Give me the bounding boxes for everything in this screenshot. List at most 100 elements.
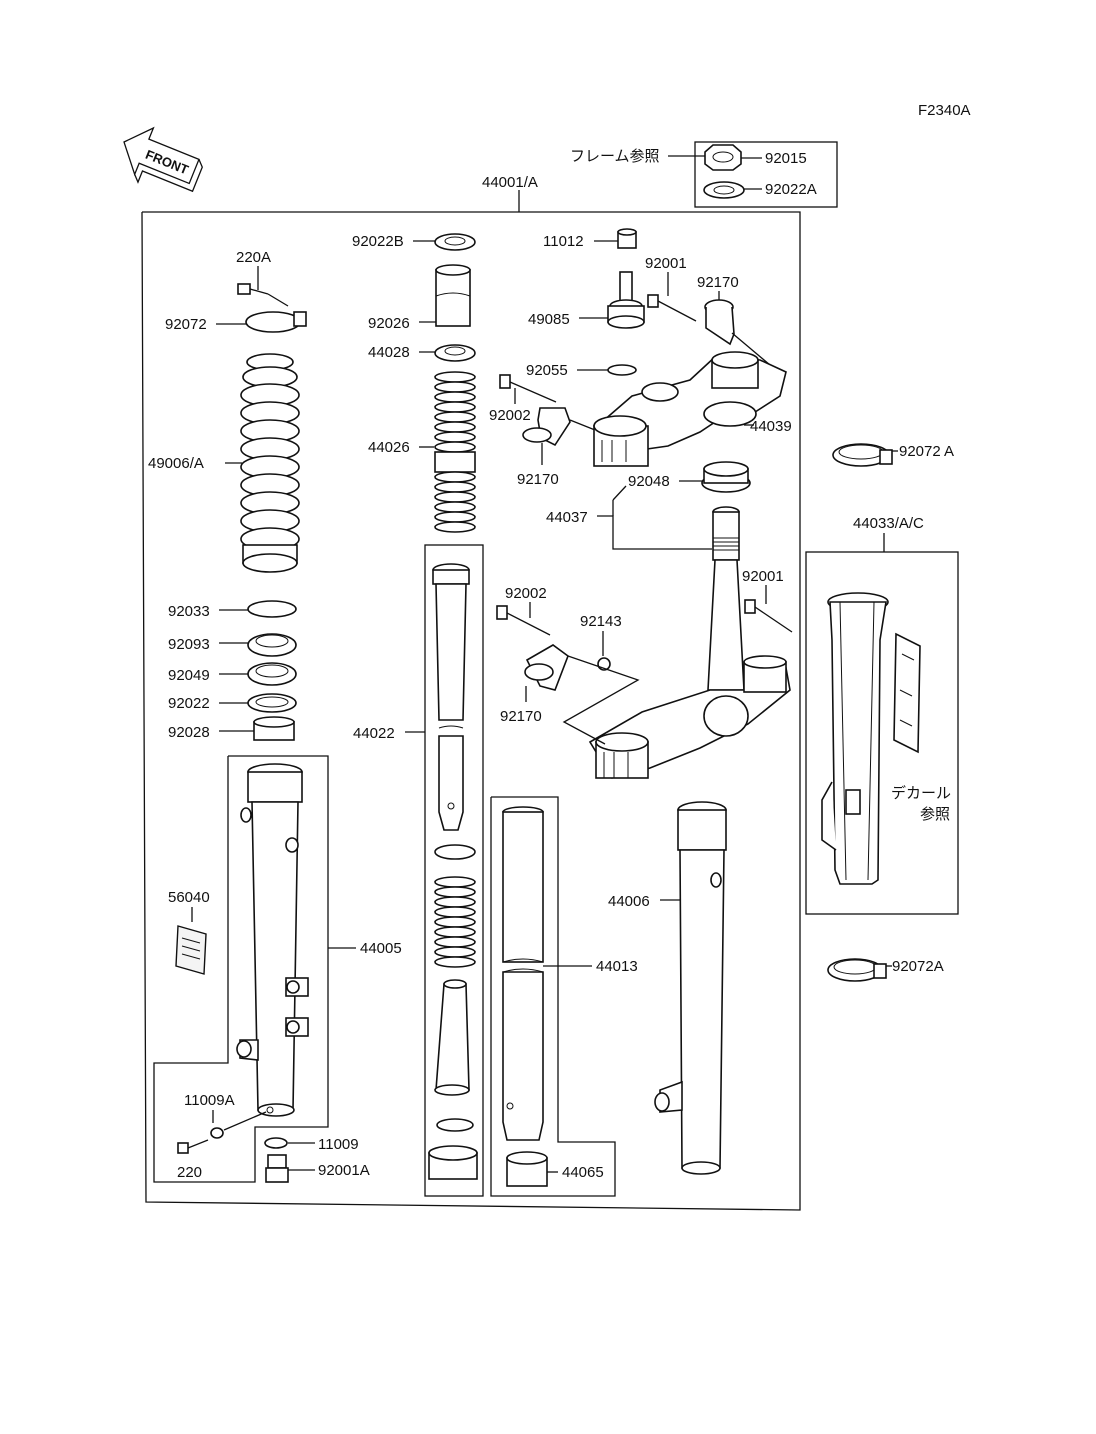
label-frame-ref: フレーム参照 xyxy=(570,148,660,165)
assembly-44022-outline xyxy=(424,544,484,1197)
part-44065-bushing xyxy=(506,1151,548,1187)
part-44022-inner-tube xyxy=(432,563,470,831)
label-92072A-top: 92072 A xyxy=(899,443,954,460)
part-92093-oil-seal xyxy=(247,633,297,657)
part-49006-boot xyxy=(240,353,300,573)
label-92001A: 92001A xyxy=(318,1162,370,1179)
label-44013: 44013 xyxy=(596,958,638,975)
part-92072A-top-clamp xyxy=(832,443,893,467)
label-92093: 92093 xyxy=(168,636,210,653)
part-11009-gasket xyxy=(264,1137,288,1149)
part-92170-top-clamp xyxy=(704,299,771,366)
label-11012: 11012 xyxy=(543,233,584,250)
part-92015-nut xyxy=(704,144,742,171)
label-92022B: 92022B xyxy=(352,233,404,250)
label-44026: 44026 xyxy=(368,439,410,456)
label-44037: 44037 xyxy=(546,509,588,526)
part-92072-clamp xyxy=(245,311,307,333)
label-44033: 44033/A/C xyxy=(853,515,924,532)
label-220A: 220A xyxy=(236,249,271,266)
label-44065: 44065 xyxy=(562,1164,604,1181)
part-92022A-washer xyxy=(703,181,745,199)
label-92001-mid: 92001 xyxy=(742,568,784,585)
part-92002-top-bolt xyxy=(499,374,557,403)
label-92028: 92028 xyxy=(168,724,210,741)
label-92072: 92072 xyxy=(165,316,207,333)
label-92170-top: 92170 xyxy=(697,274,739,291)
part-92072A-bottom-clamp xyxy=(827,958,887,982)
part-220A-screw xyxy=(237,283,269,295)
part-92170-mid-clamp xyxy=(522,407,571,447)
assembly-44033-outline xyxy=(805,551,959,915)
frame-ref-box xyxy=(694,141,838,208)
assembly-44005-outline xyxy=(153,755,329,1183)
label-56040: 56040 xyxy=(168,889,210,906)
label-44001: 44001/A xyxy=(482,174,538,191)
part-44039-upper-bracket xyxy=(593,351,787,467)
label-44005: 44005 xyxy=(360,940,402,957)
label-92001-top: 92001 xyxy=(645,255,687,272)
part-inner-spring xyxy=(434,876,476,968)
part-44005-outer-tube xyxy=(236,763,309,1117)
front-label: FRONT xyxy=(143,147,190,178)
part-92001A-bolt xyxy=(265,1154,289,1183)
label-44028: 44028 xyxy=(368,344,410,361)
label-92022: 92022 xyxy=(168,695,210,712)
assembly-44001-outline xyxy=(141,211,801,1211)
label-11009A: 11009A xyxy=(184,1092,235,1109)
label-92049: 92049 xyxy=(168,667,210,684)
part-92001-top-bolt xyxy=(647,294,697,322)
part-44013-cylinder xyxy=(502,806,544,1141)
part-44006-outer-tube xyxy=(654,801,727,1175)
label-92033: 92033 xyxy=(168,603,210,620)
label-92026: 92026 xyxy=(368,315,410,332)
diagram-code: F2340A xyxy=(918,102,971,119)
front-arrow-icon: FRONT xyxy=(123,126,203,193)
label-92143: 92143 xyxy=(580,613,622,630)
label-decal-ref-2: 参照 xyxy=(920,806,950,823)
label-92048: 92048 xyxy=(628,473,670,490)
part-92033-circlip xyxy=(247,600,297,618)
label-44006: 44006 xyxy=(608,893,650,910)
label-92022A: 92022A xyxy=(765,181,817,198)
part-44026-spring xyxy=(434,371,476,533)
part-44033-guard xyxy=(821,592,889,885)
part-44037-steering-stem xyxy=(588,506,791,779)
part-92001-mid-bolt xyxy=(744,599,793,633)
label-44039: 44039 xyxy=(750,418,792,435)
label-92002-top: 92002 xyxy=(489,407,531,424)
label-92002-mid: 92002 xyxy=(505,585,547,602)
part-92022-washer xyxy=(247,693,297,713)
part-220-screw xyxy=(177,1139,209,1154)
part-92028-bushing xyxy=(253,716,295,741)
part-inner-ring xyxy=(436,1118,474,1132)
part-inner-cylinder xyxy=(434,979,470,1096)
part-92170-low-clamp xyxy=(524,644,569,691)
part-11009A-gasket xyxy=(210,1127,224,1139)
part-inner-bushing xyxy=(428,1145,478,1180)
label-92055: 92055 xyxy=(526,362,568,379)
part-92049-seal xyxy=(247,662,297,686)
label-decal-ref-1: デカール xyxy=(891,784,951,802)
part-92022B-washer xyxy=(434,233,476,251)
part-inner-washer xyxy=(434,844,476,860)
label-92170-mid: 92170 xyxy=(517,471,559,488)
label-11009: 11009 xyxy=(318,1136,359,1153)
part-56040-decal xyxy=(175,925,207,975)
label-49085: 49085 xyxy=(528,311,570,328)
label-92072A-bottom: 92072A xyxy=(892,958,944,975)
part-92048-bearing xyxy=(701,461,751,493)
part-92002-mid-bolt xyxy=(496,605,551,636)
label-220: 220 xyxy=(177,1164,202,1181)
label-92170-low: 92170 xyxy=(500,708,542,725)
part-92055-oring xyxy=(607,364,637,376)
part-49085-cap-bolt xyxy=(607,271,645,329)
label-92015: 92015 xyxy=(765,150,807,167)
part-92026-collar xyxy=(435,264,471,327)
part-44028-seat xyxy=(434,344,476,362)
label-44022: 44022 xyxy=(353,725,395,742)
label-49006: 49006/A xyxy=(148,455,204,472)
part-decal-strip xyxy=(893,632,921,754)
part-11012-cap xyxy=(617,228,637,249)
